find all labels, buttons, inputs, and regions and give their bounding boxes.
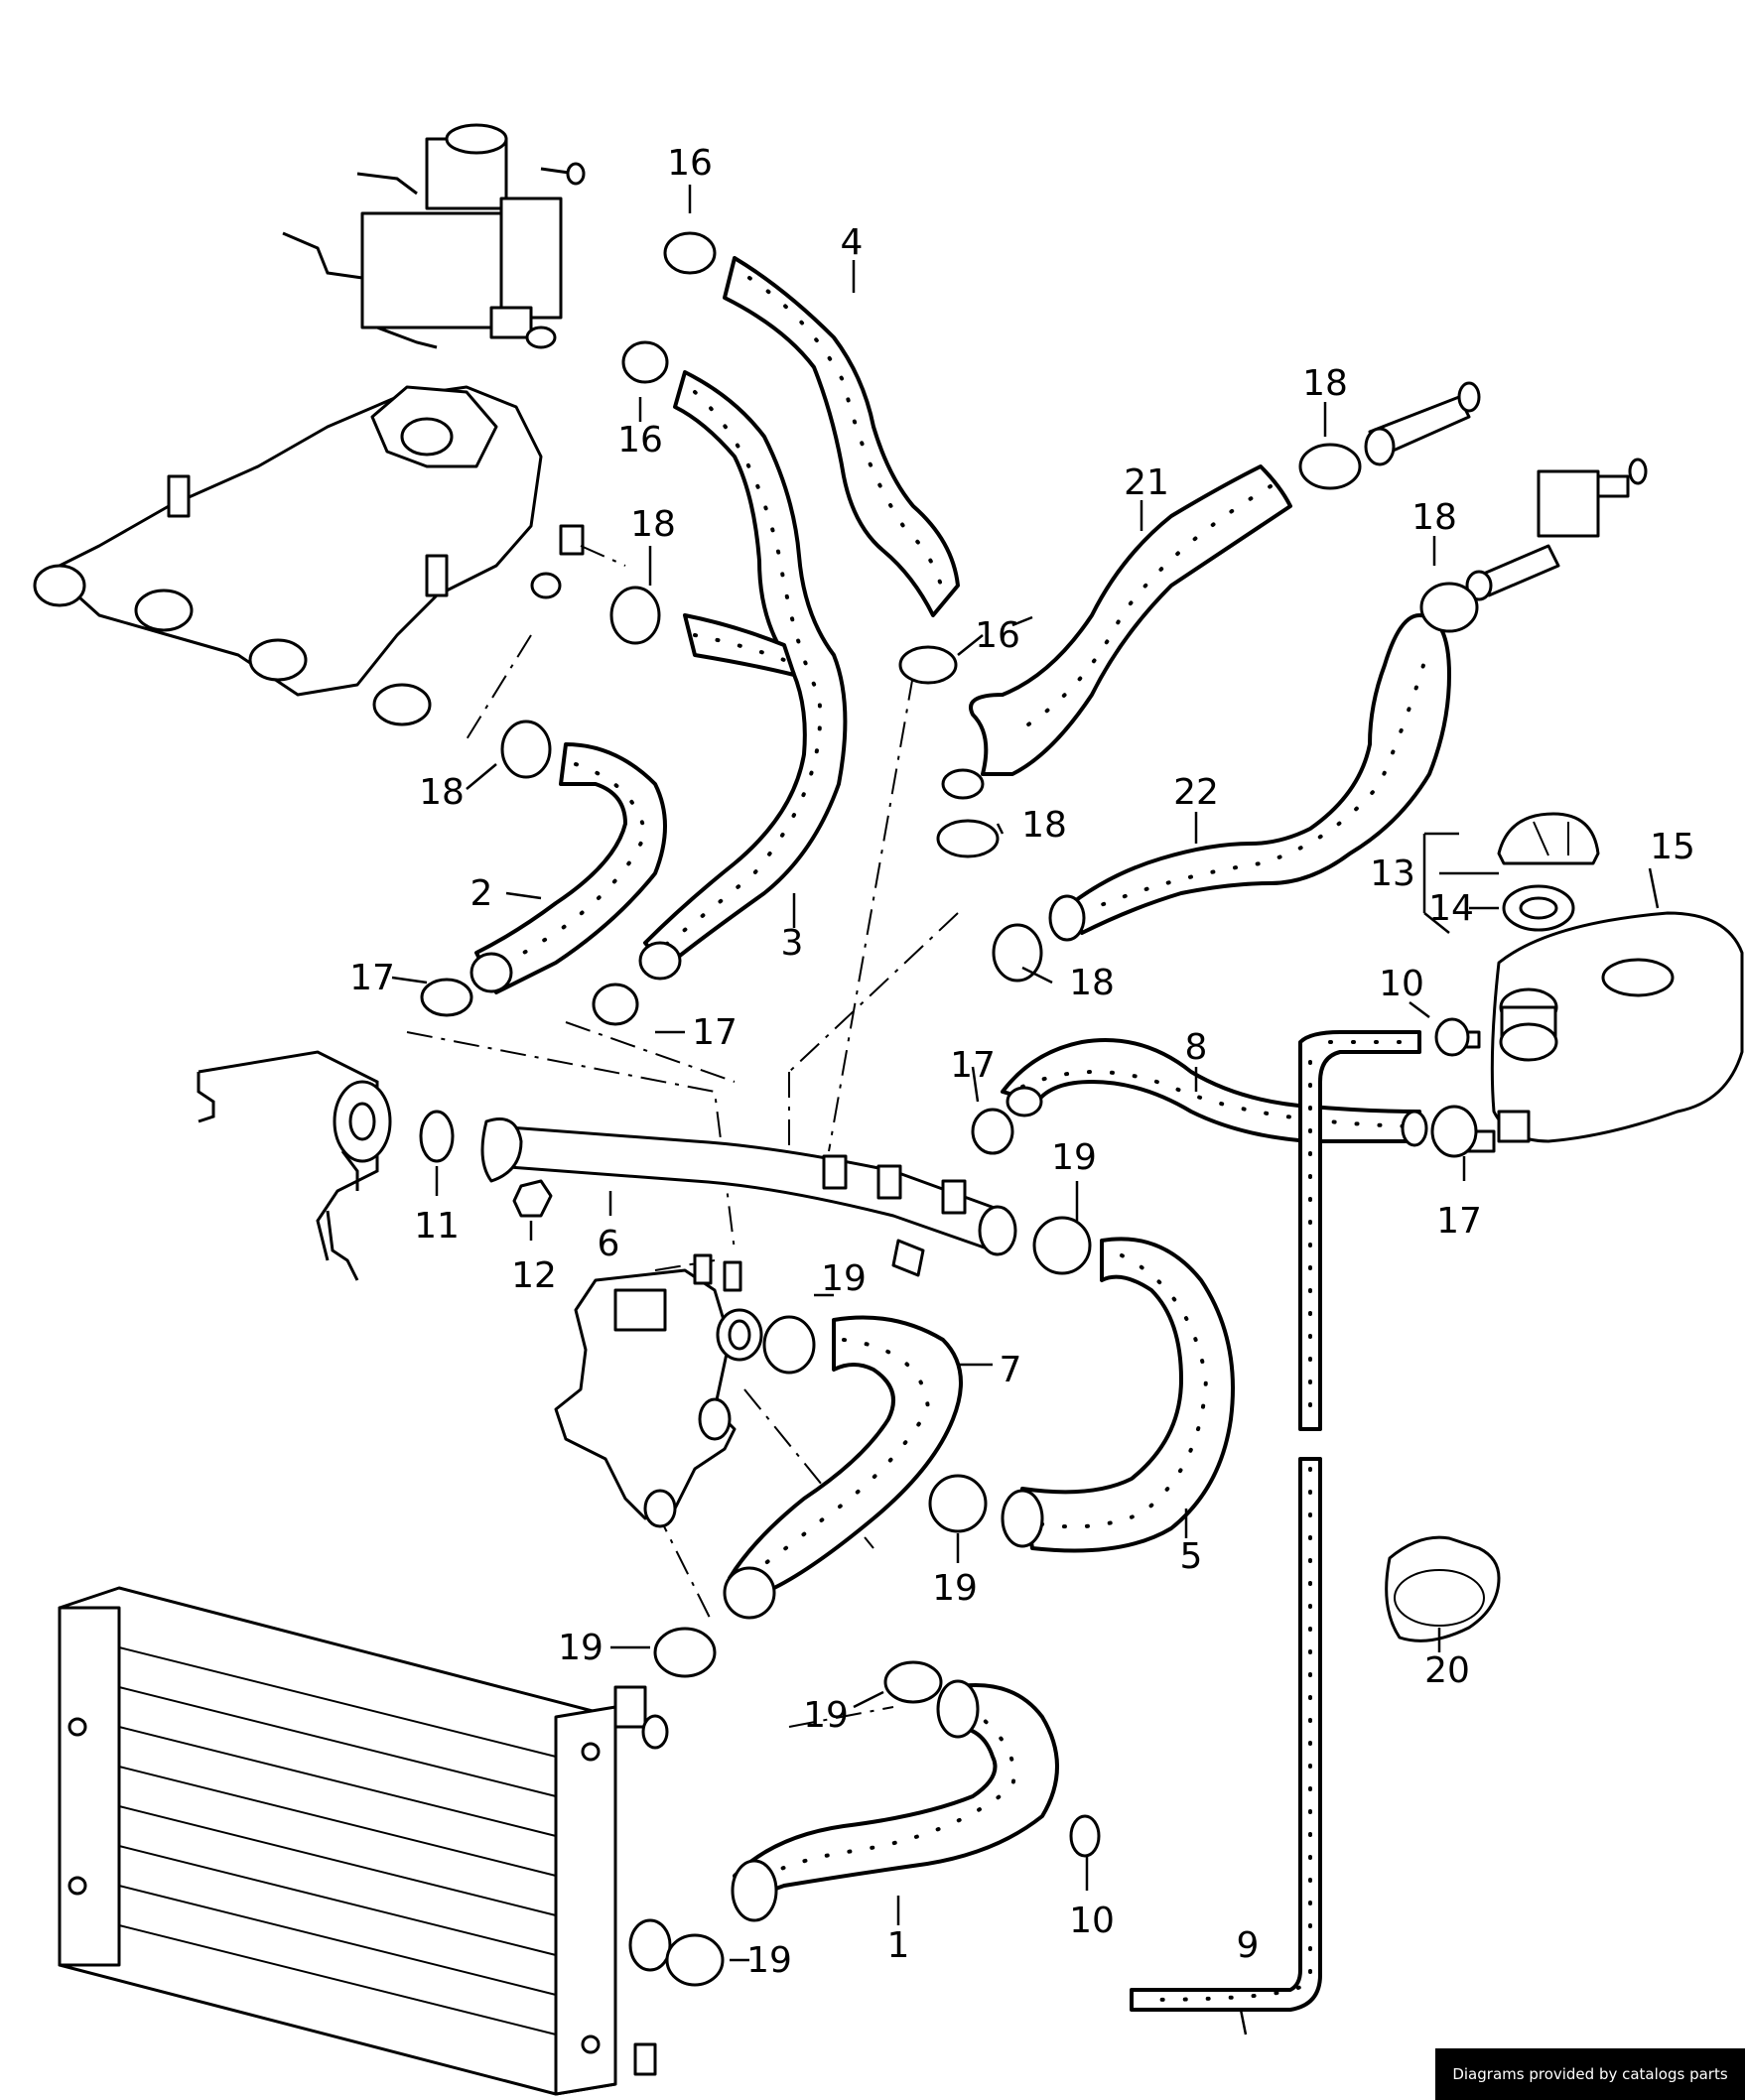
engine-flange xyxy=(197,1050,392,1281)
hose-7 xyxy=(723,1315,963,1620)
callout-19: 19 xyxy=(932,1568,978,1609)
o-ring-11 xyxy=(419,1110,455,1163)
cap-13 xyxy=(1497,812,1600,865)
callout-17: 17 xyxy=(950,1045,996,1086)
callout-5: 5 xyxy=(1180,1536,1203,1577)
callout-4: 4 xyxy=(841,222,864,263)
callout-3: 3 xyxy=(781,923,804,964)
callout-10: 10 xyxy=(1069,1901,1115,1941)
callout-22: 22 xyxy=(1173,772,1219,813)
callout-labels: 16 16 16 4 18 18 18 18 18 18 21 22 2 3 1… xyxy=(349,143,1695,1981)
expansion-tank-15 xyxy=(1447,911,1744,1153)
callout-19: 19 xyxy=(821,1258,867,1299)
hose-21 xyxy=(941,464,1292,800)
callout-16: 16 xyxy=(617,420,663,460)
callout-7: 7 xyxy=(1000,1350,1022,1390)
callout-18: 18 xyxy=(419,772,465,813)
callout-9: 9 xyxy=(1237,1925,1260,1966)
seal-14 xyxy=(1502,884,1575,932)
carburetor xyxy=(282,123,586,349)
hose-3 xyxy=(643,370,848,970)
callout-18: 18 xyxy=(1411,497,1457,538)
hose-8 xyxy=(1001,1038,1428,1147)
water-pipe-6 xyxy=(480,1117,1017,1277)
callout-10: 10 xyxy=(1379,964,1424,1004)
hose-1 xyxy=(731,1679,1059,1922)
callout-19: 19 xyxy=(803,1695,849,1736)
radiator xyxy=(58,1586,672,2096)
heater-valve xyxy=(1465,458,1648,601)
hose-2 xyxy=(474,742,667,994)
hose-9 xyxy=(1130,1030,1421,2012)
callout-19: 19 xyxy=(558,1628,604,1668)
callout-2: 2 xyxy=(470,873,493,914)
hose-clamps xyxy=(420,231,1479,1987)
callout-16: 16 xyxy=(667,143,713,184)
callout-18: 18 xyxy=(1069,963,1115,1003)
callout-14: 14 xyxy=(1428,888,1474,929)
callout-17: 17 xyxy=(1436,1201,1482,1242)
callout-8: 8 xyxy=(1185,1027,1208,1068)
callout-12: 12 xyxy=(511,1255,557,1296)
callout-16: 16 xyxy=(975,615,1020,656)
fitting-pipe xyxy=(1364,381,1481,466)
clamp-20 xyxy=(1385,1535,1501,1642)
hose-4 xyxy=(723,256,960,617)
hose-3-branch xyxy=(683,613,796,677)
callout-1: 1 xyxy=(887,1925,910,1966)
watermark-credit: Diagrams provided by catalogs parts xyxy=(1435,2048,1745,2100)
callout-13: 13 xyxy=(1370,853,1415,894)
callout-6: 6 xyxy=(598,1224,620,1264)
watermark-text: Diagrams provided by catalogs parts xyxy=(1452,2065,1728,2083)
hose-3-end xyxy=(638,941,682,981)
callout-11: 11 xyxy=(414,1206,460,1247)
callout-21: 21 xyxy=(1124,462,1169,503)
thermostat-housing xyxy=(554,1253,763,1528)
hose-5 xyxy=(1001,1237,1235,1553)
callout-20: 20 xyxy=(1424,1650,1470,1691)
leader-lines xyxy=(391,185,1660,2035)
callout-17: 17 xyxy=(349,958,395,998)
nut-12 xyxy=(512,1179,553,1218)
intake-manifold xyxy=(33,385,585,726)
callout-18: 18 xyxy=(1021,805,1067,846)
callout-15: 15 xyxy=(1650,827,1695,867)
callout-19: 19 xyxy=(746,1940,792,1981)
callout-18: 18 xyxy=(630,504,676,545)
callout-17: 17 xyxy=(692,1012,738,1053)
hose-2-end xyxy=(470,952,513,993)
callout-19: 19 xyxy=(1051,1137,1097,1178)
callout-18: 18 xyxy=(1302,363,1348,404)
